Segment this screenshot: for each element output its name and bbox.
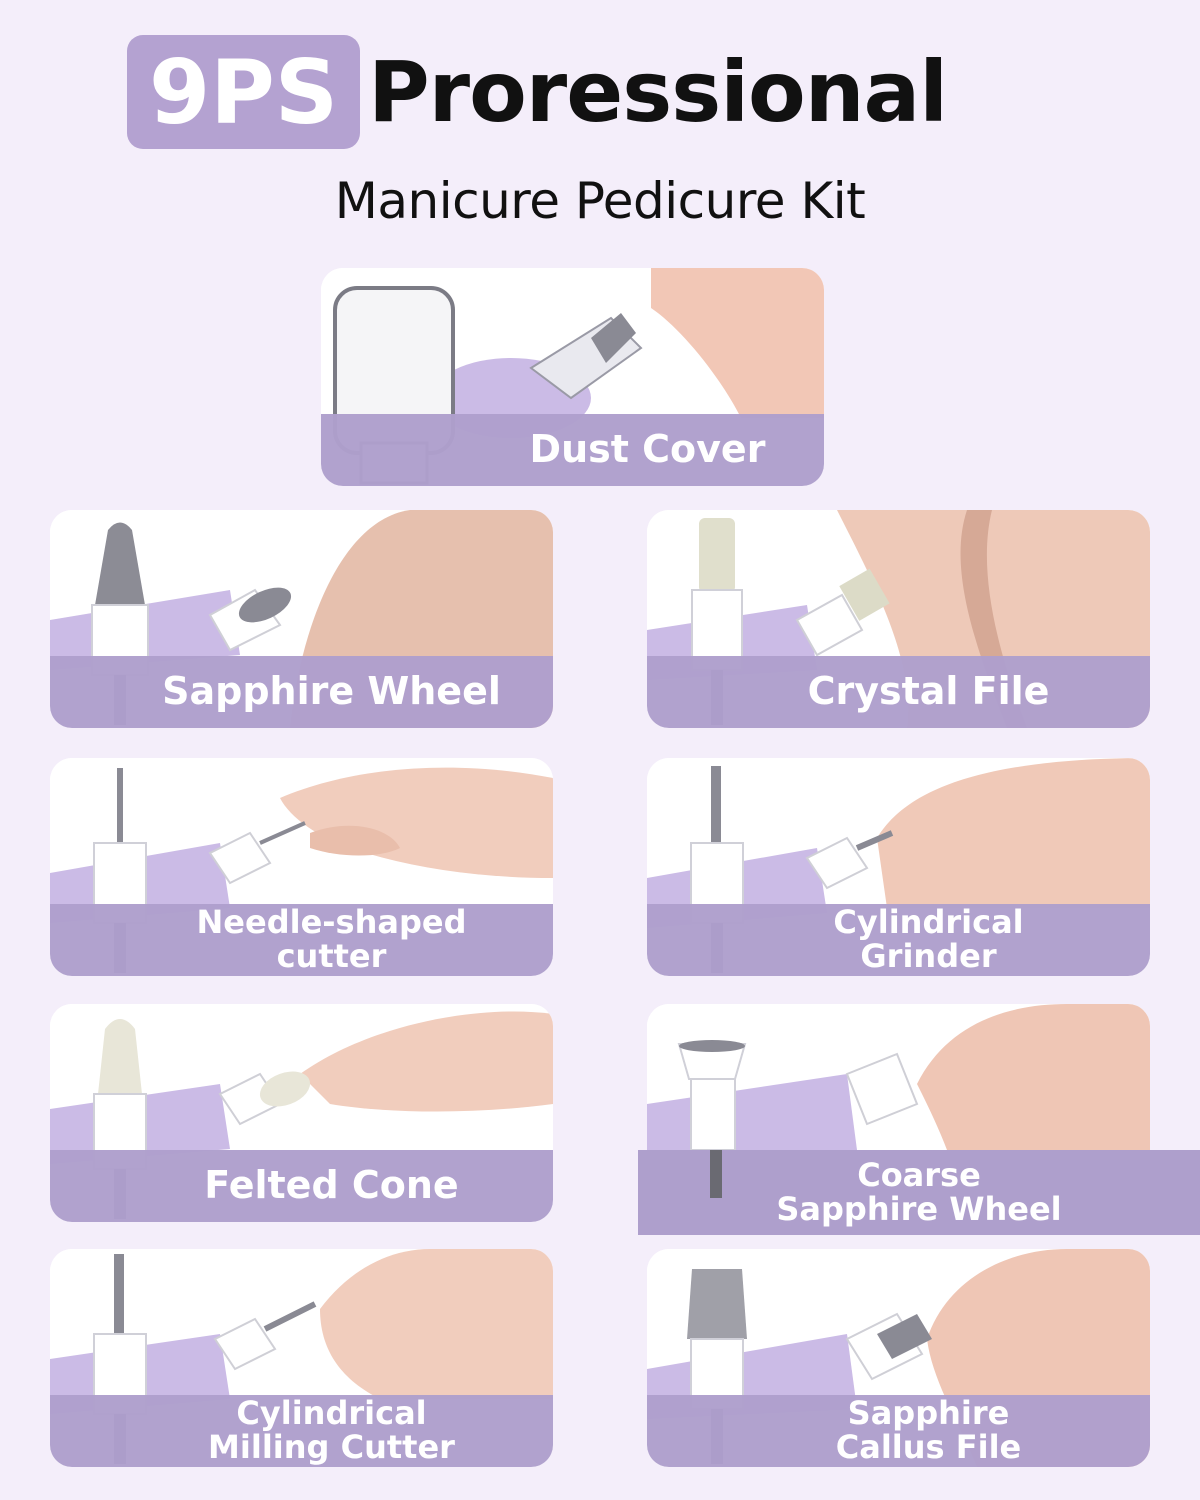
card-crystal-file: Crystal File <box>647 510 1150 728</box>
label-band <box>638 1150 1200 1235</box>
card-cylindrical-grinder: Cylindrical Grinder <box>647 758 1150 976</box>
label-band <box>647 904 1150 976</box>
shank-icon <box>710 1150 722 1198</box>
label-band <box>50 1150 553 1222</box>
card-dust-cover: Dust Cover <box>321 268 824 486</box>
label-band <box>647 656 1150 728</box>
coarse-sapphire-image <box>647 1004 1150 1150</box>
needle-cutter-label: Needle-shaped cutter <box>196 903 467 975</box>
crystal-file-label: Crystal File <box>807 669 1050 714</box>
cylindrical-grinder-label: Cylindrical Grinder <box>833 903 1024 975</box>
card-needle-cutter: Needle-shaped cutter <box>50 758 553 976</box>
sapphire-wheel-label: Sapphire Wheel <box>162 669 501 714</box>
page-subtitle: Manicure Pedicure Kit <box>334 172 866 230</box>
sapphire-callus-label: Sapphire Callus File <box>835 1394 1022 1466</box>
coarse-sapphire-label: Coarse Sapphire Wheel <box>776 1155 1062 1228</box>
crystal-file-image <box>647 510 1150 728</box>
card-sapphire-callus: Sapphire Callus File <box>647 1249 1150 1467</box>
felted-cone-label: Felted Cone <box>204 1163 459 1208</box>
page-title: Proressional <box>368 43 948 141</box>
dust-cover-label: Dust Cover <box>529 427 766 472</box>
label-band <box>50 904 553 976</box>
label-band <box>50 1395 553 1467</box>
label-band <box>50 656 553 728</box>
label-band <box>647 1395 1150 1467</box>
card-felted-cone: Felted Cone <box>50 1004 553 1222</box>
card-cylindrical-milling: Cylindrical Milling Cutter <box>50 1249 553 1467</box>
count-badge: 9PS <box>127 35 361 149</box>
card-coarse-sapphire <box>647 1004 1150 1150</box>
cylindrical-milling-label: Cylindrical Milling Cutter <box>208 1394 455 1466</box>
title-row: 9PS Proressional <box>127 35 948 149</box>
card-sapphire-wheel: Sapphire Wheel <box>50 510 553 728</box>
label-band <box>321 414 824 486</box>
